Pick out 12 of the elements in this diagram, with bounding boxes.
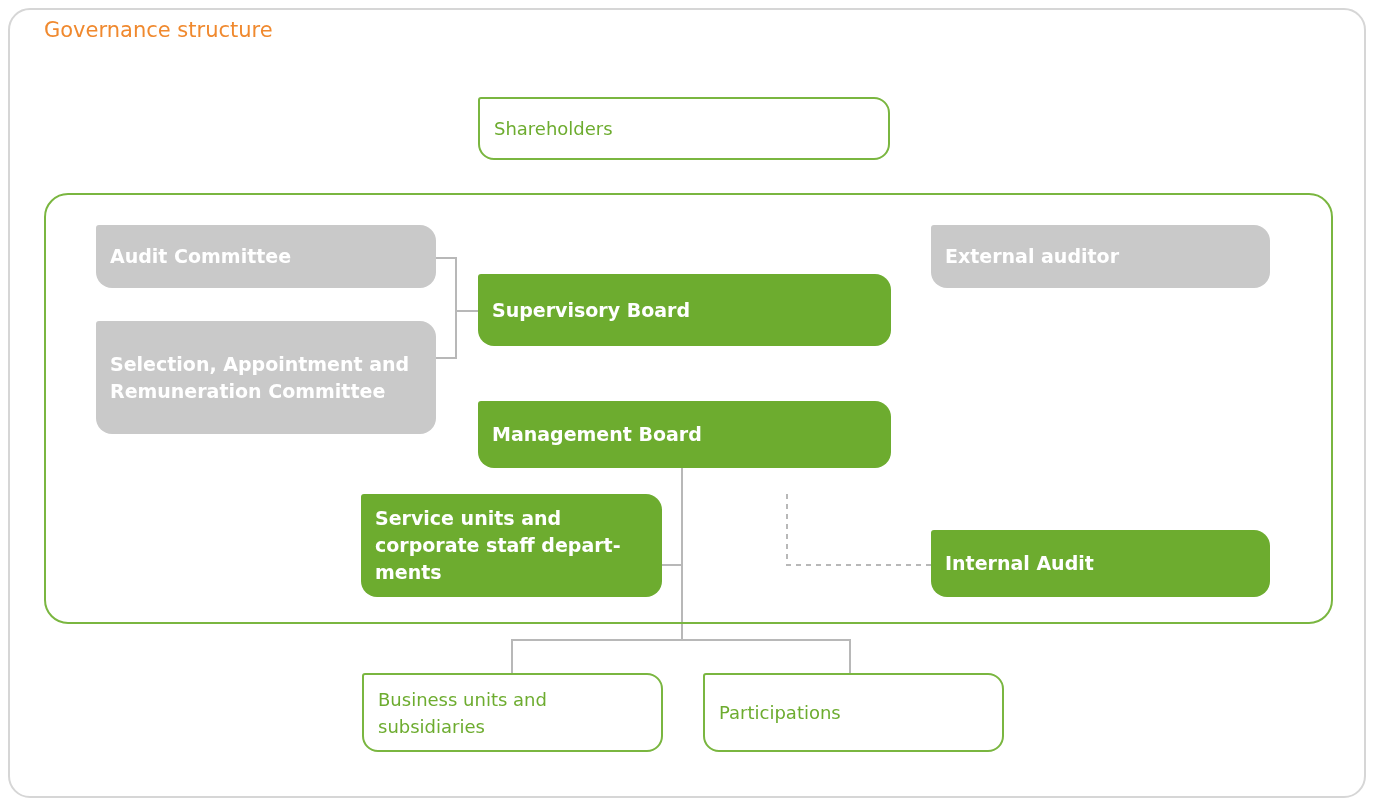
audit-box: Internal Audit bbox=[931, 530, 1270, 597]
board-box: Management Board bbox=[478, 401, 891, 468]
organization-frame bbox=[44, 193, 1333, 624]
stakeholder-box: Shareholders bbox=[478, 97, 890, 160]
connector-line bbox=[435, 310, 479, 359]
board-box: Supervisory Board bbox=[478, 274, 891, 346]
diagram-title: Governance structure bbox=[44, 18, 273, 42]
unit-box: Business units and subsidiaries bbox=[362, 673, 663, 752]
dashed-connector bbox=[786, 492, 932, 566]
unit-box: Participations bbox=[703, 673, 1004, 752]
department-box: Service units and corporate staff depart- ments bbox=[361, 494, 662, 597]
connector-line bbox=[681, 467, 851, 674]
